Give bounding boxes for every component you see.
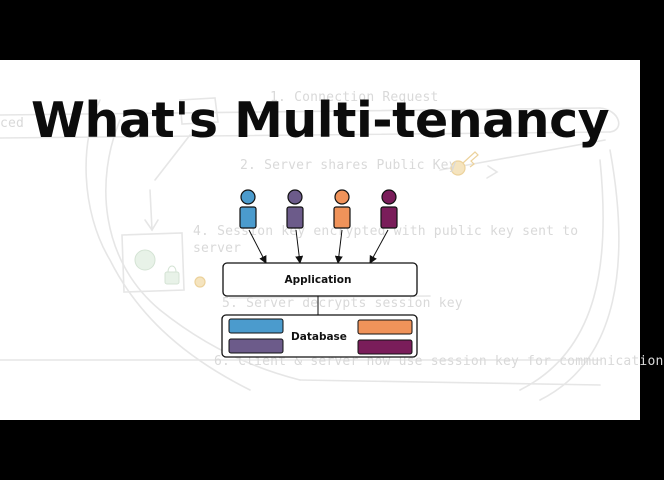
db-tenant-slot-3 <box>357 319 413 335</box>
application-label: Application <box>285 274 352 286</box>
user-body <box>333 206 351 229</box>
user-head <box>381 189 397 205</box>
db-tenant-slot-4 <box>357 339 413 355</box>
user-body <box>239 206 257 229</box>
tenant-user-4 <box>380 189 398 229</box>
arrow-user-3 <box>334 229 343 264</box>
video-frame: 1. Connection Request ced 2. Server shar… <box>0 60 664 420</box>
db-tenant-slot-1 <box>228 318 284 334</box>
bg-edge-text: ced <box>0 116 25 131</box>
application-box <box>222 262 418 297</box>
background-sketch <box>0 97 620 401</box>
user-body <box>286 206 304 229</box>
tenant-user-2 <box>286 189 304 229</box>
user-head <box>287 189 303 205</box>
bg-step-2: 2. Server shares Public Key <box>240 158 457 173</box>
arrow-user-1 <box>248 229 267 264</box>
database-label: Database <box>291 331 347 343</box>
slide-canvas: 1. Connection Request ced 2. Server shar… <box>0 60 663 420</box>
bg-step-5: 5. Server decrypts session key <box>222 296 463 311</box>
key-icon <box>194 151 479 288</box>
video-title: What's Multi-tenancy <box>30 92 610 149</box>
bg-step-1: 1. Connection Request <box>270 90 439 105</box>
lock-icon <box>134 249 180 285</box>
tenant-user-3 <box>333 189 351 229</box>
arrow-user-4 <box>369 229 389 264</box>
tenant-user-1 <box>239 189 257 229</box>
db-tenant-slot-2 <box>228 338 284 354</box>
multi-tenancy-diagram: Application Database <box>221 189 418 358</box>
bg-step-6: 6. Client & server now use session key f… <box>214 354 664 369</box>
user-body <box>380 206 398 229</box>
user-head <box>240 189 256 205</box>
bg-step-4b: server <box>193 241 242 256</box>
user-head <box>334 189 350 205</box>
arrow-user-2 <box>295 229 304 264</box>
